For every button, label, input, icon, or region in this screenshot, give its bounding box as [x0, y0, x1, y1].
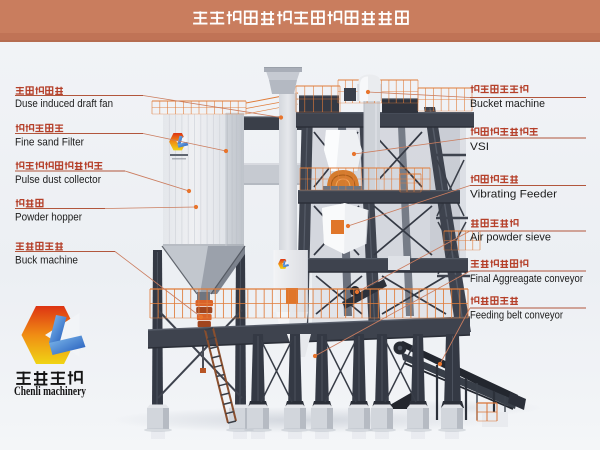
svg-text:Air powder sieve: Air powder sieve: [470, 232, 551, 244]
svg-text:Chenli machinery: Chenli machinery: [14, 383, 86, 398]
svg-text:Duse induced draft fan: Duse induced draft fan: [15, 98, 113, 110]
svg-text:Fine sand Filter: Fine sand Filter: [15, 137, 84, 149]
svg-text:Powder hopper: Powder hopper: [15, 212, 82, 224]
svg-text:Feeding belt conveyor: Feeding belt conveyor: [470, 310, 563, 322]
svg-text:Final Aggreagate conveyor: Final Aggreagate conveyor: [470, 273, 583, 285]
svg-text:Pulse dust collector: Pulse dust collector: [15, 174, 101, 186]
svg-text:Buck machine: Buck machine: [15, 255, 78, 267]
svg-text:VSI: VSI: [470, 141, 489, 153]
svg-text:Bucket machine: Bucket machine: [470, 98, 545, 110]
svg-text:Vibrating Feeder: Vibrating Feeder: [470, 189, 557, 201]
